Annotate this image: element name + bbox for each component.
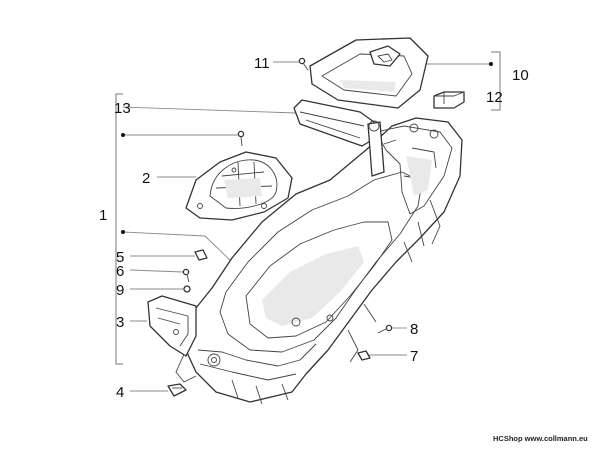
- part-1-helmet-compartment: [175, 117, 463, 405]
- part-5-clip: [194, 249, 208, 261]
- screw-top: [237, 130, 245, 147]
- part-3-side-panel: [147, 295, 197, 357]
- bracket-dot: [121, 133, 125, 137]
- part-13-crossbar: [293, 99, 375, 147]
- part-11-screw: [298, 57, 309, 71]
- callout-6: 6: [116, 263, 124, 280]
- bracket-dot: [489, 62, 493, 66]
- part-9-washer: [183, 285, 191, 293]
- callout-10: 10: [512, 67, 529, 84]
- part-8-screw: [377, 324, 393, 334]
- part-6-screw: [182, 268, 190, 283]
- part-10-top-cover: [309, 37, 429, 109]
- callout-12: 12: [486, 89, 503, 106]
- callout-4: 4: [116, 384, 124, 401]
- callout-8: 8: [410, 321, 418, 338]
- part-4-clip: [167, 383, 187, 397]
- callout-9: 9: [116, 282, 124, 299]
- bracket-group-1: [115, 93, 123, 365]
- watermark-text: HCShop www.collmann.eu: [493, 434, 588, 443]
- callout-3: 3: [116, 314, 124, 331]
- callout-numbers: 11 10 13 12 2 1 5 6 9 3 8 7 4: [99, 55, 529, 401]
- callout-11: 11: [254, 55, 270, 72]
- leader-lines: [122, 61, 491, 392]
- bracket-group-10: [491, 51, 501, 111]
- part-12-pad: [433, 91, 465, 109]
- callout-13: 13: [114, 100, 131, 117]
- bracket-dot: [121, 230, 125, 234]
- callout-7: 7: [410, 348, 418, 365]
- callout-2: 2: [142, 170, 150, 187]
- part-7-clip: [357, 350, 371, 361]
- callout-5: 5: [116, 249, 124, 266]
- callout-1: 1: [99, 207, 107, 224]
- part-2-dome-cover: [185, 151, 293, 221]
